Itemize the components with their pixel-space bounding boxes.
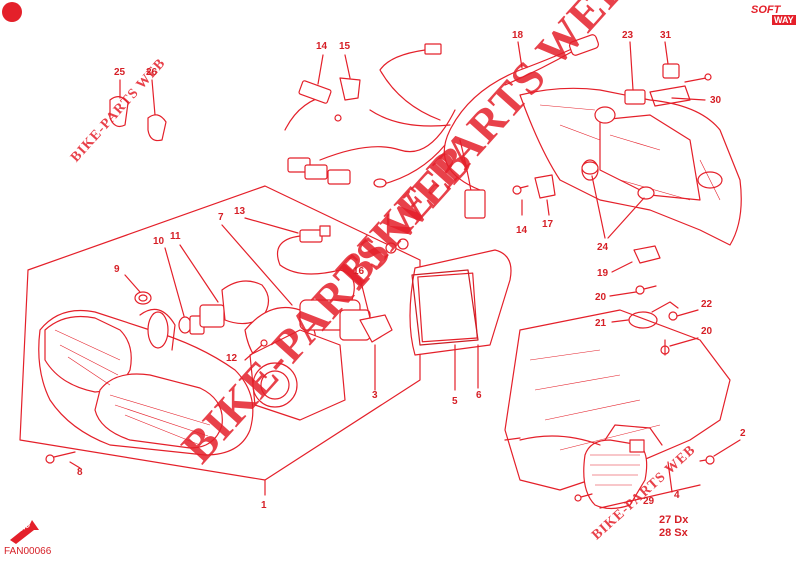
bracket-19 <box>633 245 661 264</box>
callout-15: 15 <box>339 41 351 52</box>
callout-28: 28 Sx <box>659 527 688 539</box>
callout-10: 10 <box>153 236 165 247</box>
nut <box>385 242 397 254</box>
socket-11 <box>199 280 270 328</box>
callout-12: 12 <box>226 353 238 364</box>
callout-14-right: 14 <box>516 225 528 236</box>
clip-26 <box>147 114 167 142</box>
callout-9: 9 <box>114 264 120 275</box>
bracket-31 <box>649 63 691 107</box>
grommet-9 <box>134 291 152 305</box>
callout-7: 7 <box>218 212 224 223</box>
callout-26: 26 <box>146 67 158 78</box>
brand-logo-bottom: WAY <box>772 15 796 25</box>
connector-14-top <box>287 80 351 185</box>
assembly-outline <box>19 185 421 481</box>
bracket-15 <box>339 77 361 101</box>
lamp-body-3 <box>249 299 371 421</box>
grommet-24 <box>581 161 655 239</box>
callout-2: 2 <box>740 428 746 439</box>
connector-13 <box>276 225 355 301</box>
callout-11: 11 <box>170 231 181 242</box>
callout-25: 25 <box>114 67 126 78</box>
callout-29: 29 <box>643 496 655 507</box>
callout-16: 16 <box>353 266 365 277</box>
screw-2 <box>699 455 715 465</box>
frame-upper <box>519 87 742 246</box>
callout-19: 19 <box>597 268 609 279</box>
callout-21: 21 <box>595 318 607 329</box>
callout-23: 23 <box>622 30 634 41</box>
callout-3: 3 <box>372 390 378 401</box>
wiring-harness-18 <box>284 34 600 219</box>
rear-light <box>504 424 663 510</box>
callout-5: 5 <box>452 396 458 407</box>
screw-20-top <box>635 285 657 295</box>
bolt-30 <box>684 73 712 83</box>
bracket-line-4 <box>599 484 701 509</box>
callout-17: 17 <box>542 219 554 230</box>
lens-frame-5-6 <box>409 249 512 356</box>
brand-logo-top: SOFT <box>751 4 781 16</box>
bolt-rear <box>574 493 593 502</box>
callout-20-right: 20 <box>701 326 713 337</box>
callout-18: 18 <box>512 30 524 41</box>
callout-27: 27 Dx <box>659 514 689 526</box>
nut <box>397 238 409 250</box>
relay-23 <box>624 89 646 105</box>
screw-8 <box>45 451 76 464</box>
headlight-housing <box>38 308 254 456</box>
callout-20-left: 20 <box>595 292 607 303</box>
callout-14-top: 14 <box>316 41 328 52</box>
clip-17 <box>534 174 556 199</box>
clip-25 <box>109 96 129 128</box>
callout-8: 8 <box>77 467 83 478</box>
nut-22 <box>668 311 678 321</box>
screw-12 <box>244 339 268 361</box>
bracket-16 <box>359 314 393 343</box>
corner-marker <box>2 2 22 22</box>
callout-1: 1 <box>261 500 267 511</box>
callout-13: 13 <box>234 206 246 217</box>
forward-arrow-icon <box>10 520 39 544</box>
callout-31: 31 <box>660 30 672 41</box>
screw-20-bottom <box>660 339 670 356</box>
screw-14 <box>512 185 529 195</box>
callout-30: 30 <box>710 95 722 106</box>
callout-6: 6 <box>476 390 482 401</box>
diagram-code: FAN00066 <box>4 546 52 557</box>
callout-4: 4 <box>674 490 680 501</box>
callout-24: 24 <box>597 242 609 253</box>
frame-lower <box>504 309 731 491</box>
callout-22: 22 <box>701 299 713 310</box>
